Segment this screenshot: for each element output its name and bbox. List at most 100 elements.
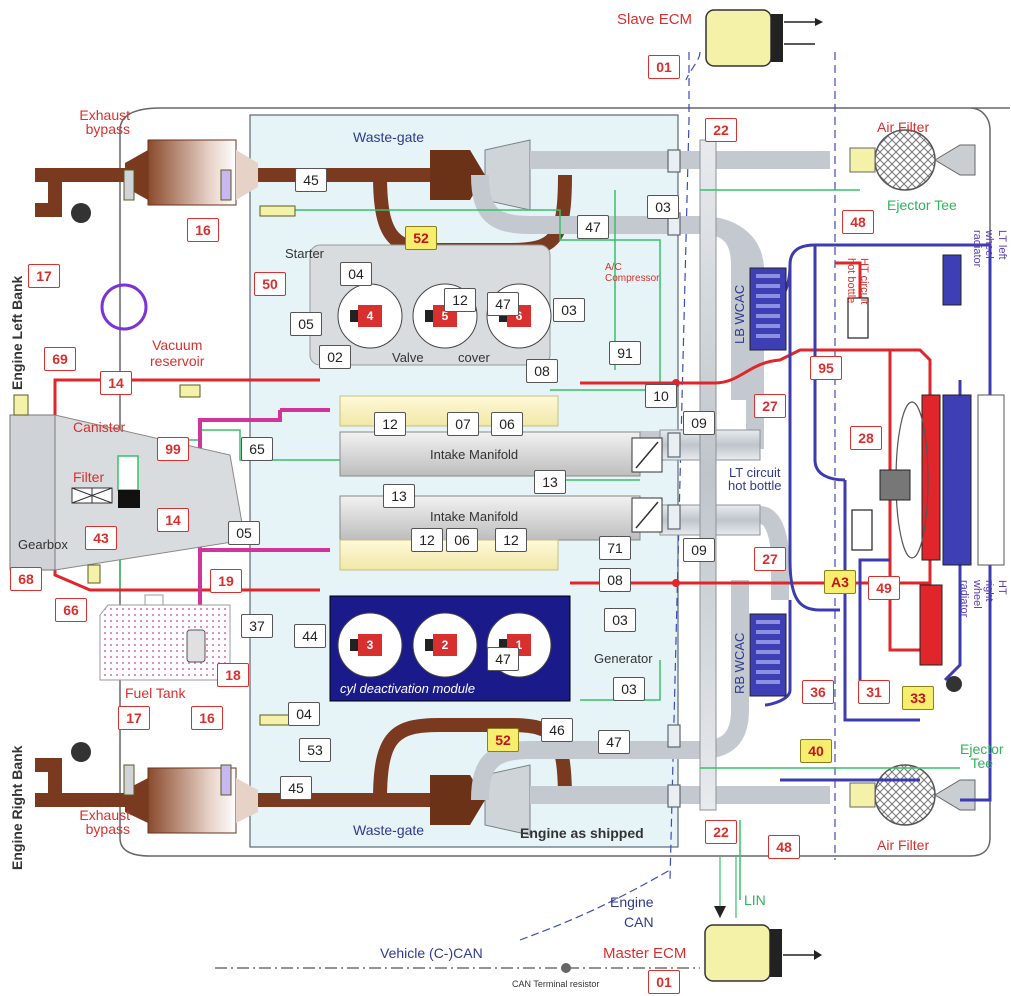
ejector-tee-label-top: Ejector Tee (887, 198, 957, 212)
ac-compressor-label: A/C Compressor (605, 262, 659, 284)
lt-hot-bottle (852, 510, 872, 550)
air-filter-top (850, 130, 975, 190)
engine-left-bank-label: Engine Left Bank (10, 276, 24, 390)
tag-16-top: 16 (187, 218, 219, 242)
exhaust-bypass-label-bottom: Exhaust bypass (60, 808, 130, 836)
tag-03-a: 03 (647, 195, 679, 219)
tag-49: 49 (868, 576, 900, 600)
tag-66: 66 (55, 598, 87, 622)
slave-ecm-label: Slave ECM (617, 12, 692, 27)
tag-91: 91 (609, 341, 641, 365)
tag-13-b: 13 (534, 470, 566, 494)
tag-52-top: 52 (405, 226, 437, 250)
tag-47-c: 47 (487, 647, 519, 671)
master-ecm-label: Master ECM (603, 946, 686, 961)
lt-left-wheel-radiator-label: LT left wheel radiator (970, 230, 1008, 267)
tag-36: 36 (802, 680, 834, 704)
tag-03-c: 03 (604, 608, 636, 632)
filter-label: Filter (73, 470, 104, 484)
red-junction (672, 579, 680, 587)
ht-radiator-bottom (920, 585, 942, 665)
tag-09-b: 09 (683, 538, 715, 562)
tag-17-top: 17 (28, 264, 60, 288)
air-filter-bottom (850, 765, 975, 825)
tag-33: 33 (902, 686, 934, 710)
tag-12-c: 12 (411, 528, 443, 552)
vehicle-can-label: Vehicle (C-)CAN (380, 946, 483, 960)
tag-04-a: 04 (340, 262, 372, 286)
tag-28: 28 (850, 426, 882, 450)
canister (118, 456, 138, 490)
tag-53: 53 (299, 738, 331, 762)
tag-A3: A3 (824, 570, 856, 594)
slave-ecm-icon (706, 10, 823, 66)
tag-95: 95 (810, 356, 842, 380)
intake-manifold-2-label: Intake Manifold (430, 510, 518, 523)
gearbox-label: Gearbox (18, 538, 68, 551)
ht-circuit-hot-bottle-label: HT circuit hot bottle (845, 258, 870, 304)
tag-03-d: 03 (613, 677, 645, 701)
tag-48-top: 48 (842, 210, 874, 234)
tag-05-a: 05 (290, 312, 322, 336)
tag-71: 71 (599, 536, 631, 560)
tag-01-bottom: 01 (648, 970, 680, 994)
tag-08-b: 08 (599, 568, 631, 592)
engine-can-label: Engine CAN (610, 893, 654, 932)
ejector-tee-label-bottom: Ejector Tee (960, 742, 1004, 770)
tag-46: 46 (541, 718, 573, 742)
tag-13-a: 13 (383, 484, 415, 508)
tag-14-b: 14 (157, 508, 189, 532)
tag-05-b: 05 (228, 521, 260, 545)
tag-69: 69 (44, 347, 76, 371)
tag-99: 99 (157, 437, 189, 461)
tag-08-a: 08 (526, 359, 558, 383)
tag-09-a: 09 (683, 411, 715, 435)
lt-radiator-small (943, 255, 961, 305)
cylinder-2-number: 2 (437, 637, 453, 653)
tag-52-bottom: 52 (487, 728, 519, 752)
tag-22-top: 22 (705, 118, 737, 142)
tag-45-top: 45 (295, 168, 327, 192)
tag-45-bottom: 45 (280, 776, 312, 800)
radiator-grille (978, 395, 1004, 565)
tag-19: 19 (210, 569, 242, 593)
tag-27-b: 27 (754, 547, 786, 571)
cover-label: cover (458, 351, 490, 364)
tag-03-b: 03 (553, 298, 585, 322)
tag-48-bottom: 48 (768, 835, 800, 859)
intake-manifold-1-label: Intake Manifold (430, 448, 518, 461)
engine-as-shipped-label: Engine as shipped (520, 826, 644, 840)
tag-12-b: 12 (374, 412, 406, 436)
air-filter-label-top: Air Filter (877, 120, 929, 134)
tag-06-a: 06 (491, 412, 523, 436)
tag-12-d: 12 (495, 528, 527, 552)
lt-radiator-large (943, 395, 971, 565)
air-filter-label-bottom: Air Filter (877, 838, 929, 852)
filter-valve (118, 490, 140, 508)
valve-label: Valve (392, 351, 424, 364)
waste-gate-label-top: Waste-gate (353, 130, 424, 144)
tag-04-b: 04 (288, 702, 320, 726)
generator-label: Generator (594, 652, 653, 665)
ring (102, 285, 146, 329)
tag-12-a: 12 (444, 288, 476, 312)
ht-radiator-top (922, 395, 940, 560)
fuel-tank-label: Fuel Tank (125, 686, 185, 700)
lt-circuit-hot-bottle-label: LT circuit hot bottle (728, 466, 782, 492)
tag-01-top: 01 (648, 55, 680, 79)
vertical-pipe (700, 140, 716, 810)
tag-47-d: 47 (598, 730, 630, 754)
tag-02: 02 (319, 345, 351, 369)
can-terminal-resistor-label: CAN Terminal resistor (512, 980, 599, 989)
engine-right-bank-label: Engine Right Bank (10, 746, 24, 870)
tag-44: 44 (294, 624, 326, 648)
tag-65: 65 (241, 437, 273, 461)
lin-label: LIN (744, 893, 766, 907)
tag-47-a: 47 (577, 215, 609, 239)
tag-22-bottom: 22 (705, 820, 737, 844)
vacuum-reservoir-label: Vacuum reservoir (150, 337, 204, 369)
terminal-resistor (561, 963, 571, 973)
pump-block (880, 470, 910, 500)
cyl-deactivation-label: cyl deactivation module (340, 682, 475, 695)
